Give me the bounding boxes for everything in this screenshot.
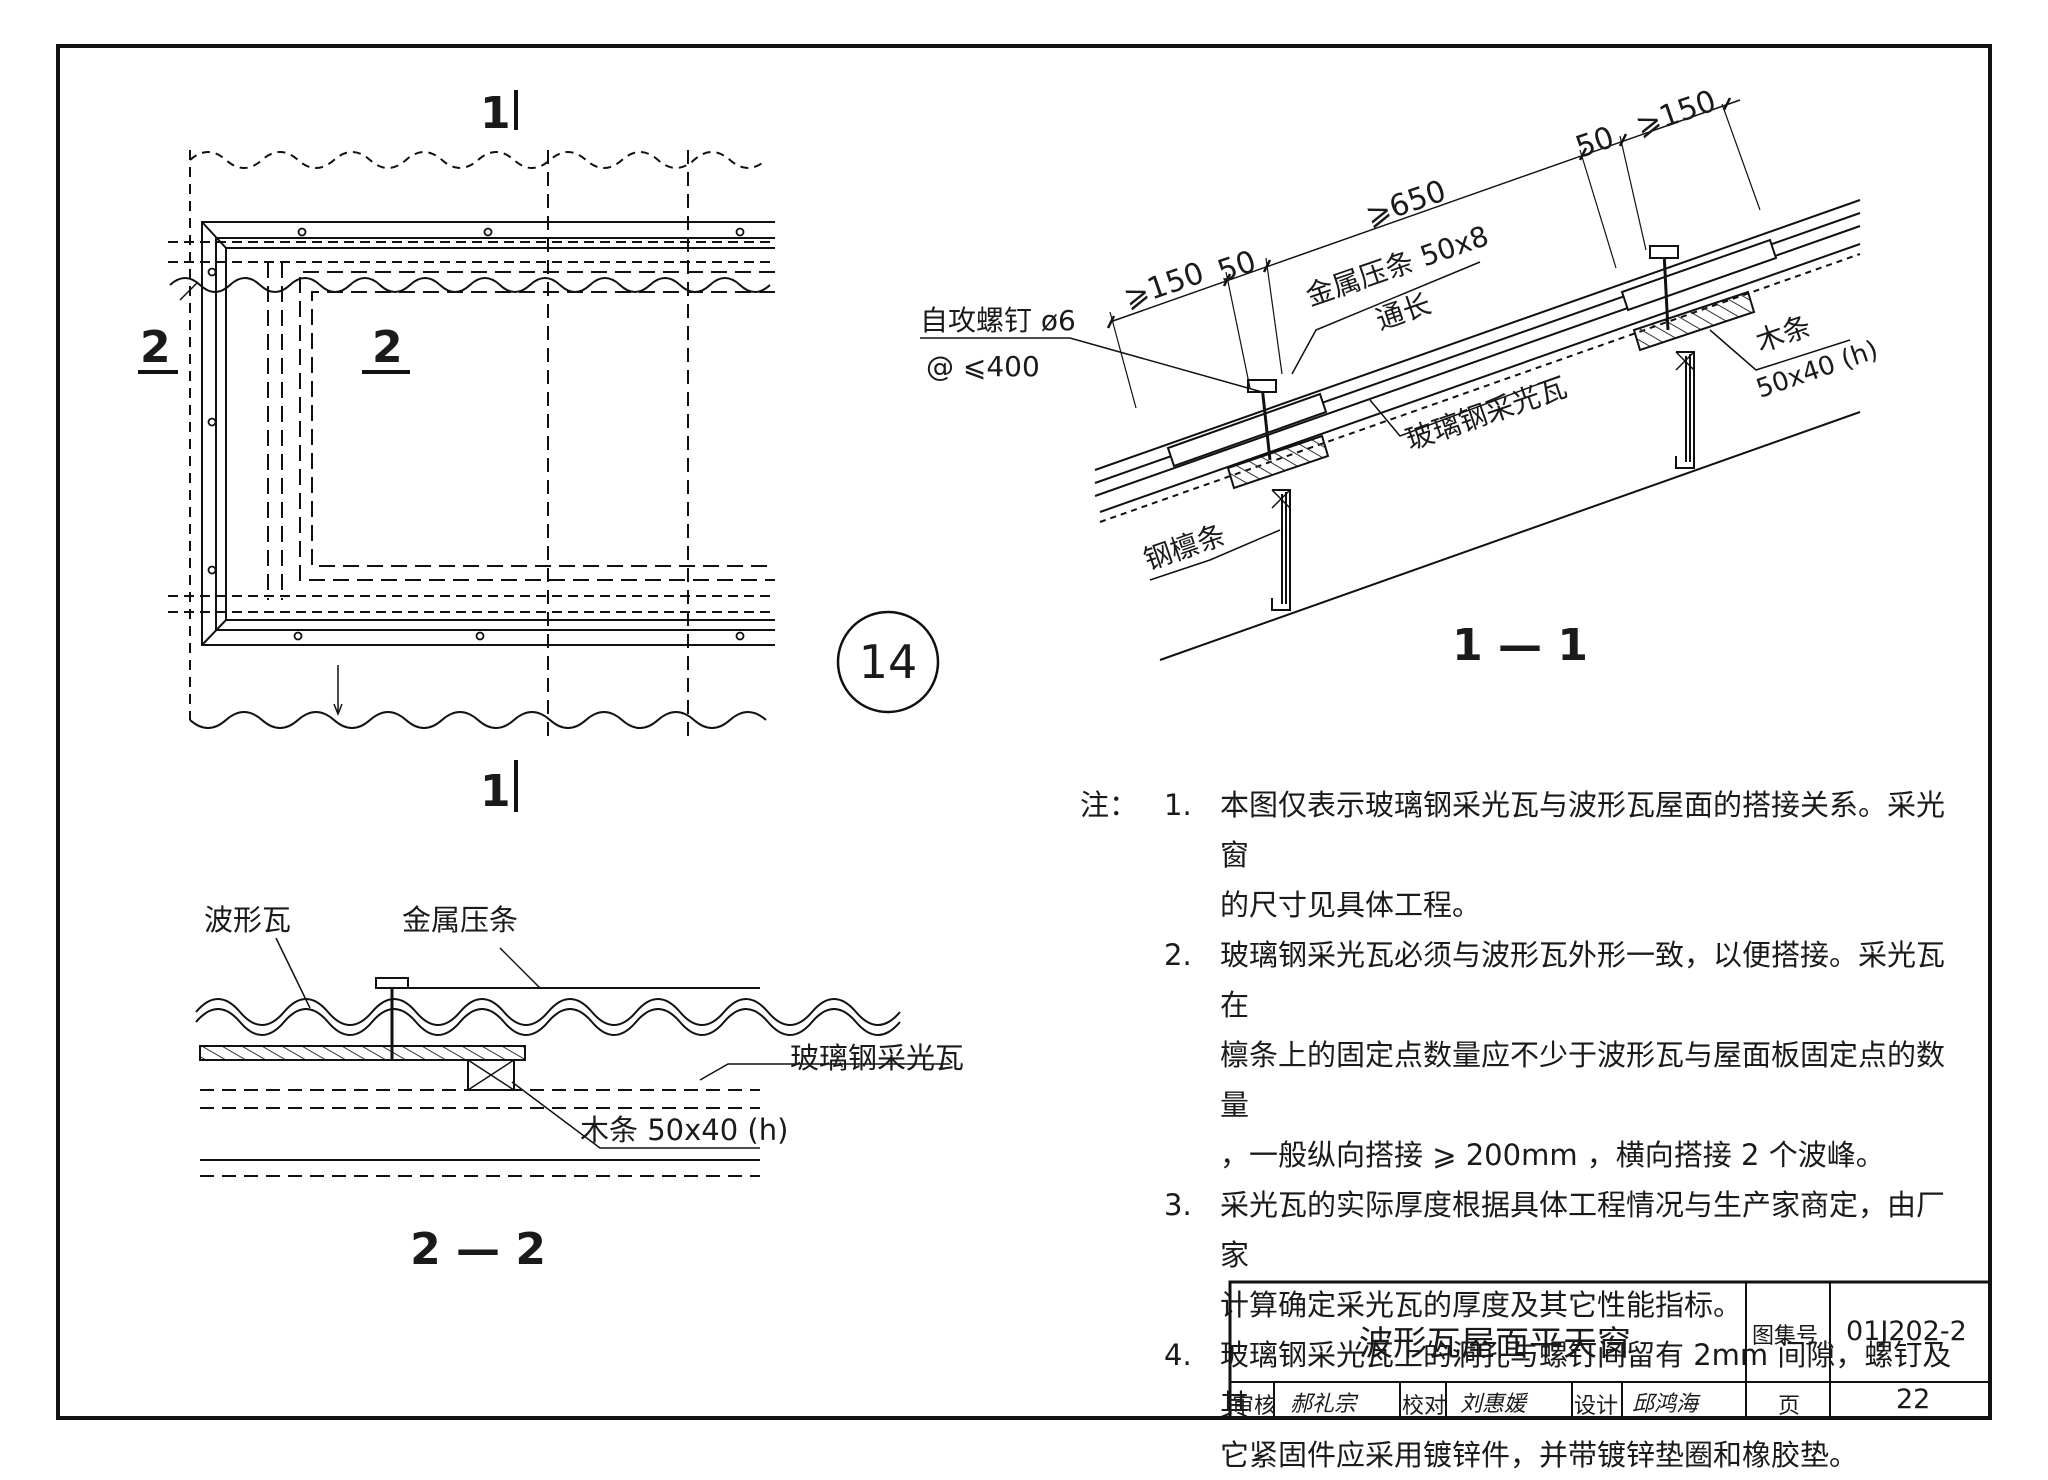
steel-purlin-2 xyxy=(1675,351,1695,469)
slope-line-low xyxy=(1159,411,1861,661)
drawing-title: 波形瓦屋面平天窗 xyxy=(1359,1324,1631,1364)
design-signature: 邱鸿海 xyxy=(1632,1392,1699,1417)
board xyxy=(199,1045,526,1061)
note-number: 2. xyxy=(1164,938,1192,972)
section-mark-left: 2 xyxy=(140,322,171,373)
note-1: 注： 1. 本图仅表示玻璃钢采光瓦与波形瓦屋面的搭接关系。采光窗 的尺寸见具体工… xyxy=(1080,780,1960,930)
note-number: 4. xyxy=(1164,1338,1192,1372)
detail-number-circle xyxy=(836,610,940,714)
note-number: 1. xyxy=(1164,788,1192,822)
plan-view xyxy=(138,90,775,812)
label-metal-strip: 金属压条 xyxy=(402,903,518,937)
note-line: 玻璃钢采光瓦必须与波形瓦外形一致，以便搭接。采光瓦在 xyxy=(1220,938,1946,1022)
note-line: 采光瓦的实际厚度根据具体工程情况与生产家商定，由厂家 xyxy=(1220,1188,1946,1272)
note-line: 的尺寸见具体工程。 xyxy=(1220,888,1482,922)
note-2: 2. 玻璃钢采光瓦必须与波形瓦外形一致，以便搭接。采光瓦在 檩条上的固定点数量应… xyxy=(1080,930,1960,1180)
screw-dots xyxy=(207,227,745,641)
dim-150b: ⩾150 xyxy=(1631,84,1720,144)
section-2-2-title: 2 — 2 xyxy=(410,1224,546,1275)
note-line: 它紧固件应采用镀锌件，并带镀锌垫圈和橡胶垫。 xyxy=(1220,1438,1859,1472)
dim-line-main xyxy=(1109,99,1741,323)
note-text: 采光瓦的实际厚度根据具体工程情况与生产家商定，由厂家 计算确定采光瓦的厚度及其它… xyxy=(1220,1180,1960,1330)
label-screw: 自攻螺钉 ø6 xyxy=(920,304,1076,337)
atlas-number: 01J202-2 xyxy=(1846,1316,1967,1347)
label-frp-tile: 玻璃钢采光瓦 xyxy=(1402,371,1572,457)
note-3: 3. 采光瓦的实际厚度根据具体工程情况与生产家商定，由厂家 计算确定采光瓦的厚度… xyxy=(1080,1180,1960,1330)
label-wood-strip-2: 木条 50x40 (h) xyxy=(580,1113,788,1147)
bottom-break-line xyxy=(189,711,767,729)
note-line: 檩条上的固定点数量应不少于波形瓦与屋面板固定点的数量 xyxy=(1220,1038,1946,1122)
review-label: 审核 xyxy=(1232,1394,1277,1419)
title-block-grid xyxy=(1228,1280,1992,1420)
note-line: 本图仅表示玻璃钢采光瓦与波形瓦屋面的搭接关系。采光窗 xyxy=(1220,788,1946,872)
label-corrugated-tile: 波形瓦 xyxy=(204,903,291,937)
detail-number: 14 xyxy=(859,635,918,689)
design-label: 设计 xyxy=(1574,1394,1619,1419)
section-1-1-title: 1 — 1 xyxy=(1452,620,1588,671)
section-mark-bottom: 1 xyxy=(480,766,511,817)
skylight-frame-outer xyxy=(201,221,775,646)
page-number: 22 xyxy=(1896,1384,1931,1415)
label-frp-tile-2: 玻璃钢采光瓦 xyxy=(790,1041,964,1075)
notes: 注： 1. 本图仅表示玻璃钢采光瓦与波形瓦屋面的搭接关系。采光窗 的尺寸见具体工… xyxy=(1080,780,1960,1480)
slope-line-1 xyxy=(1094,199,1861,471)
top-break-line xyxy=(189,151,767,169)
steel-purlin-1 xyxy=(1271,489,1291,611)
note-text: 本图仅表示玻璃钢采光瓦与波形瓦屋面的搭接关系。采光窗 的尺寸见具体工程。 xyxy=(1220,780,1960,930)
atlas-label: 图集号 xyxy=(1752,1324,1819,1349)
dim-50b: 50 xyxy=(1571,120,1619,166)
page-label: 页 xyxy=(1778,1394,1801,1419)
skylight-opening xyxy=(299,271,775,581)
dim-650: ⩾650 xyxy=(1361,174,1450,234)
check-signature: 刘惠媛 xyxy=(1460,1392,1527,1417)
label-screw-spacing: @ ⩽400 xyxy=(926,350,1040,383)
label-strip-length: 通长 xyxy=(1372,287,1436,336)
dim-150a: ⩾150 xyxy=(1119,256,1208,316)
drawing-border xyxy=(56,44,1992,1420)
note-number: 3. xyxy=(1164,1188,1192,1222)
corrugated-tile xyxy=(195,998,901,1026)
check-label: 校对 xyxy=(1402,1394,1447,1419)
section-2-2 xyxy=(195,937,950,1177)
note-text: 玻璃钢采光瓦必须与波形瓦外形一致，以便搭接。采光瓦在 檩条上的固定点数量应不少于… xyxy=(1220,930,1960,1180)
note-line: 玻璃钢采光瓦上的洞孔与螺钉间留有 2mm 间隙，螺钉及其 xyxy=(1220,1338,1952,1422)
section-mark-top: 1 xyxy=(480,88,511,139)
section-mark-inner: 2 xyxy=(372,322,403,373)
label-wood-strip: 木条 xyxy=(1752,309,1816,358)
section-1-1 xyxy=(920,97,1861,661)
note-line: ，一般纵向搭接 ⩾ 200mm ，横向搭接 2 个波峰。 xyxy=(1220,1138,1885,1172)
review-signature: 郝礼宗 xyxy=(1290,1392,1357,1417)
note-line: 计算确定采光瓦的厚度及其它性能指标。 xyxy=(1220,1288,1743,1322)
notes-lead: 注： xyxy=(1080,788,1139,822)
